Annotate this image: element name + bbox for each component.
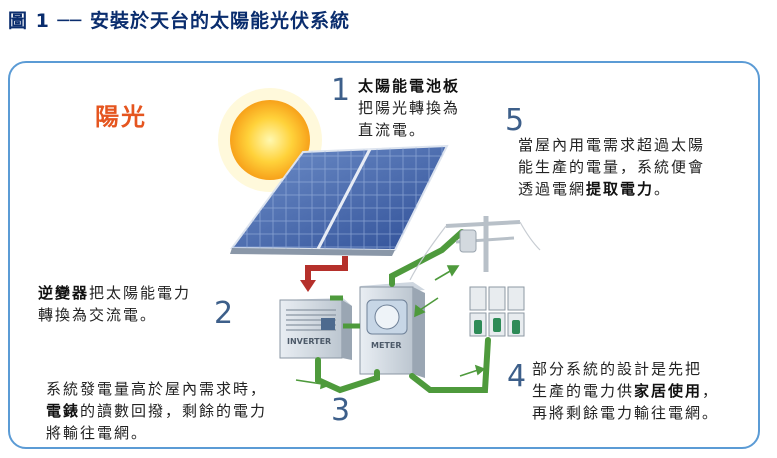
figure-title: 圖 1 ── 安裝於天台的太陽能光伏系統: [8, 10, 350, 32]
step-1-text: 太陽能電池板 把陽光轉換為 直流電。: [358, 77, 461, 139]
meter-label: METER: [371, 341, 402, 350]
step-5-bold: 提取電力: [586, 180, 655, 198]
wall-outlets: [469, 286, 525, 337]
step-4-number: 4: [507, 359, 527, 394]
step-5-text: 當屋內用電需求超過太陽 能生產的電量，系統便會 透過電網提取電力。: [518, 136, 706, 198]
diagram-frame: [8, 61, 760, 449]
ac-line-meter-house: [409, 337, 491, 393]
step-2-number: 2: [214, 296, 234, 331]
inverter-label: INVERTER: [287, 337, 331, 346]
inverter-box: INVERTER: [279, 298, 352, 360]
step-2-text: 逆變器把太陽能電力 轉換為交流電。: [38, 284, 192, 324]
dc-power-arrow: [305, 256, 348, 282]
step-1-number: 1: [331, 73, 351, 108]
step-2-bold: 逆變器: [38, 284, 90, 302]
electric-meter: METER: [359, 282, 425, 378]
step-3-number: 3: [331, 393, 351, 428]
ac-line-meter-grid: [389, 229, 465, 287]
utility-pole: [409, 216, 541, 281]
step-4-text: 部分系統的設計是先把 生產的電力供家居使用， 再將剩餘電力輸往電網。: [532, 360, 720, 422]
sunlight-label: 陽光: [95, 103, 147, 131]
step-3-text: 系統發電量高於屋內需求時， 電錶的讀數回撥，剩餘的電力 將輸往電網。: [46, 380, 268, 442]
step-4-bold: 家居使用: [634, 382, 703, 400]
step-3-bold: 電錶: [46, 402, 81, 420]
step-1-bold: 太陽能電池板: [358, 77, 461, 95]
solar-panel: [230, 144, 449, 256]
ac-line-inverter-meter: [315, 357, 380, 394]
step-5-number: 5: [505, 103, 525, 138]
